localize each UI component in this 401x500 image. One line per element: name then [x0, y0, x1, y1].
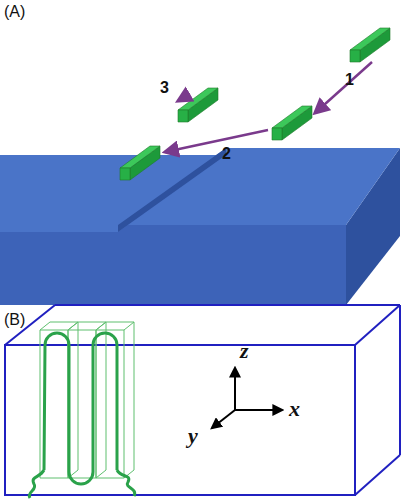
callout-number: 1 [345, 72, 354, 88]
bar-face [120, 146, 160, 168]
axes [212, 368, 282, 428]
bar-face [272, 128, 282, 140]
axis-label: x [289, 398, 300, 420]
bar-face [272, 106, 312, 128]
bar-face [350, 50, 360, 62]
substrate-slab [0, 148, 400, 305]
green-bars [120, 28, 390, 180]
bar-face [350, 28, 390, 50]
axis-label: z [240, 340, 249, 362]
lattice-cell [68, 322, 106, 478]
polymer-chain [29, 333, 135, 498]
axis-label: y [188, 425, 198, 447]
callout-number: 3 [160, 80, 169, 96]
panel-label: (B) [4, 312, 25, 328]
lattice-cells [40, 322, 134, 478]
bar-face [178, 110, 188, 122]
panel-label: (A) [4, 4, 25, 20]
simulation-box [5, 305, 400, 495]
bar-face [120, 168, 130, 180]
lattice-cell [96, 322, 134, 478]
callout-number: 2 [222, 146, 231, 162]
bar-face [178, 88, 218, 110]
move-arrows [165, 62, 372, 152]
